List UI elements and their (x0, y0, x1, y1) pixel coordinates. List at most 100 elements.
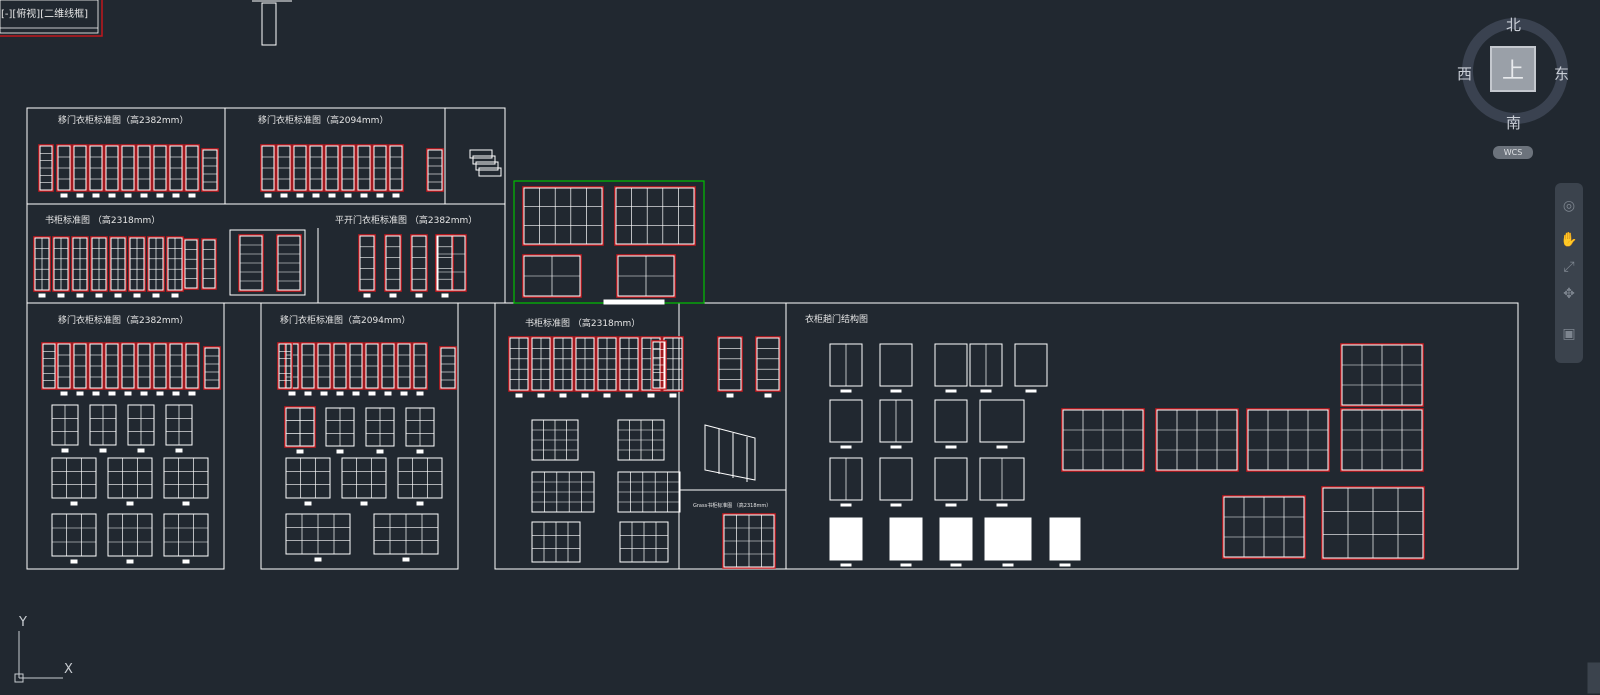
cabinet-highlight (722, 513, 776, 569)
cabinet-highlight (71, 236, 89, 292)
cabinet-highlight (717, 336, 743, 392)
cabinet-tag (363, 293, 371, 298)
cabinet-highlight (324, 144, 340, 192)
cabinet-highlight (52, 236, 70, 292)
cabinet-tag (376, 193, 384, 198)
cabinet-tag (175, 448, 183, 453)
cabinet-outline (285, 457, 331, 499)
cabinet-tag (515, 393, 523, 398)
cabinet-outline (163, 457, 209, 499)
cabinet-highlight (277, 342, 293, 390)
viewcube-ring[interactable] (1462, 18, 1568, 124)
door-panel (984, 517, 1032, 561)
cabinet-highlight (651, 340, 667, 390)
compass-east[interactable]: 东 (1554, 65, 1570, 83)
compass-south[interactable]: 南 (1506, 114, 1522, 132)
viewcube-top-face[interactable]: 上 (1490, 46, 1536, 92)
cabinet-highlight (640, 336, 662, 392)
showmotion-icon[interactable]: ▣ (1562, 326, 1576, 342)
section-label-1: 移门衣柜标准图（高2382mm） (58, 116, 189, 126)
compass-north[interactable]: 北 (1506, 16, 1522, 34)
door-tag (1059, 563, 1071, 567)
door-panel (934, 399, 968, 443)
section-label-8: 衣柜趟门结构图 (805, 315, 869, 325)
cabinet-highlight (662, 336, 684, 392)
cabinet-tag (264, 193, 272, 198)
cabinet-highlight (284, 406, 316, 448)
cabinet-highlight (1340, 408, 1424, 472)
cabinet-outline (107, 457, 153, 499)
cabinet-highlight (435, 234, 467, 292)
cabinet-highlight (340, 144, 356, 192)
cabinet-tag (647, 393, 655, 398)
cabinet-highlight (109, 236, 127, 292)
cabinet-tag (114, 293, 122, 298)
wcs-menu-button[interactable]: WCS (1493, 146, 1533, 159)
cabinet-tag (140, 193, 148, 198)
cabinet-highlight (384, 234, 402, 292)
navigation-bar: ◎ ✋ ⤢ ✥ ▣ (1555, 183, 1583, 363)
cabinet-highlight (33, 236, 51, 292)
cabinet-highlight (168, 144, 184, 192)
title-block-frame (0, 0, 103, 37)
viewport-label[interactable]: [-][俯视][二维线框] (1, 9, 89, 20)
cabinet-highlight (260, 144, 276, 192)
door-tag (1002, 563, 1014, 567)
compass-west[interactable]: 西 (1457, 65, 1473, 83)
iso-shelf (475, 161, 499, 171)
cabinet-highlight (616, 254, 676, 298)
door-tag (840, 563, 852, 567)
door-tag (890, 503, 902, 507)
cabinet-outline (51, 513, 97, 557)
cabinet-tag (304, 391, 312, 396)
cabinet-tag (124, 193, 132, 198)
iso-shelf (478, 167, 502, 177)
pan-hand-icon[interactable]: ✋ (1560, 232, 1578, 248)
door-panel (829, 399, 863, 443)
cabinet-highlight (201, 238, 217, 290)
cabinet-highlight (1246, 408, 1330, 472)
cabinet-tag (38, 293, 46, 298)
cabinet-tag (156, 193, 164, 198)
cabinet-outline (359, 235, 375, 291)
door-panel (889, 517, 923, 561)
cabinet-outline (411, 235, 427, 291)
cabinet-tag (171, 293, 179, 298)
cabinet-outline (51, 457, 97, 499)
cabinet-tag (57, 293, 65, 298)
cabinet-tag (669, 393, 677, 398)
steering-wheel-icon[interactable]: ◎ (1562, 198, 1576, 214)
zoom-extents-icon[interactable]: ⤢ (1563, 259, 1575, 275)
door-tag (900, 563, 912, 567)
cabinet-highlight (203, 346, 221, 390)
cabinet-tag (61, 448, 69, 453)
cabinet-tag (95, 293, 103, 298)
cabinet-highlight (410, 234, 428, 292)
cabinet-highlight (1321, 486, 1425, 560)
cabinet-outline (523, 187, 603, 245)
cabinet-tag (126, 559, 134, 564)
cabinet-tag (76, 293, 84, 298)
cabinet-tag (188, 193, 196, 198)
cabinet-tag (70, 559, 78, 564)
cabinet-highlight (41, 342, 57, 390)
section-label-4: 平开门衣柜标准图 （高2382mm） (335, 216, 478, 226)
cabinet-highlight (1155, 408, 1239, 472)
door-panel (829, 517, 863, 561)
cabinet-tag (726, 393, 734, 398)
cabinet-tag (764, 393, 772, 398)
cabinet-highlight (372, 144, 388, 192)
door-tag (840, 503, 852, 507)
orbit-icon[interactable]: ✥ (1563, 286, 1575, 302)
cabinet-highlight (56, 144, 72, 192)
cabinet-highlight (436, 234, 454, 292)
cabinet-highlight (168, 342, 184, 390)
cabinet-highlight (530, 336, 552, 392)
cabinet-highlight (364, 342, 380, 390)
cabinet-highlight (166, 236, 184, 292)
cabinet-highlight (201, 148, 219, 192)
section-label-7: 书柜标准图 （高2318mm） (525, 319, 641, 329)
cabinet-tag (416, 449, 424, 454)
cabinet-outline (163, 513, 209, 557)
